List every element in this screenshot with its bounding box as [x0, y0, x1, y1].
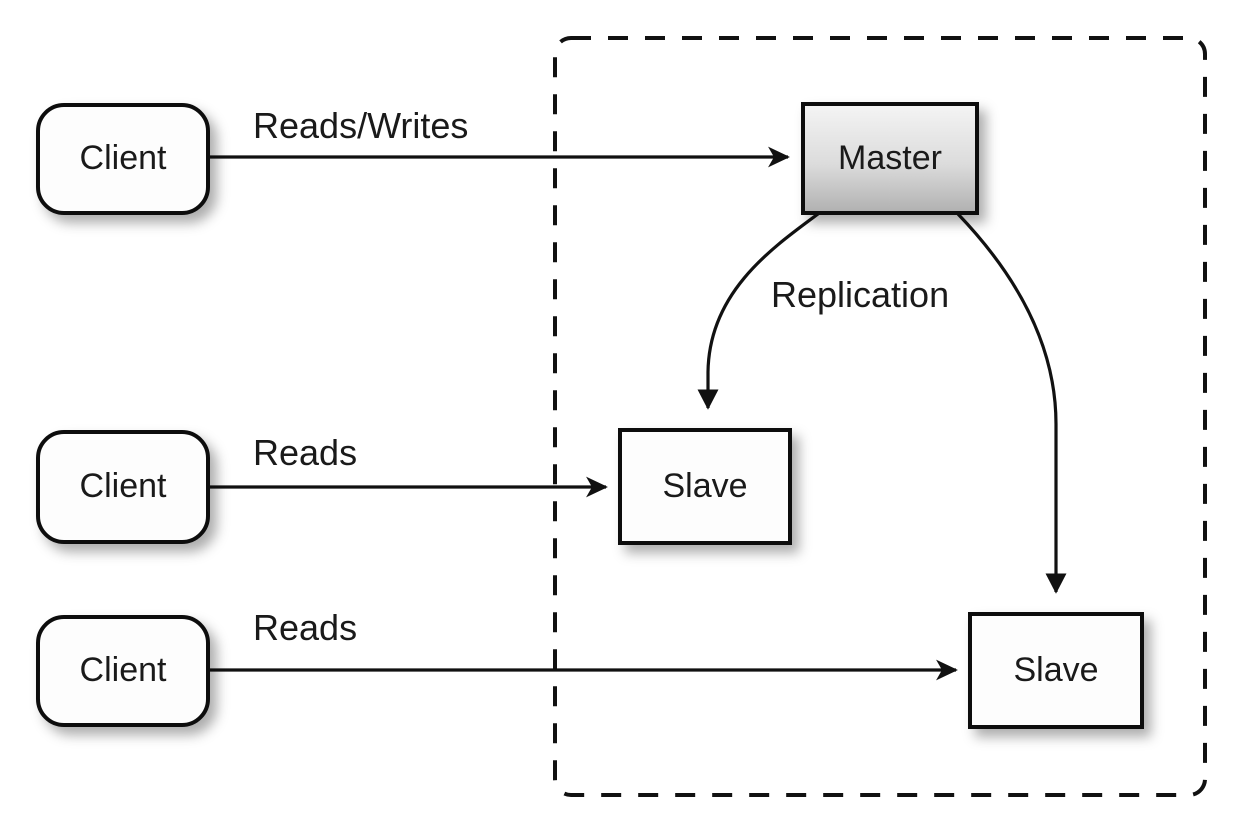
edge-client2-slave1: Reads: [209, 432, 608, 498]
database-cluster-boundary: [553, 36, 1207, 797]
edge-master-slave1: Replication: [697, 212, 949, 410]
node-slave-1[interactable]: Slave: [618, 428, 792, 545]
slave-2-shape[interactable]: [968, 612, 1144, 729]
slave-1-shape[interactable]: [618, 428, 792, 545]
slave-1-label: Slave: [662, 467, 747, 505]
client-3-shape[interactable]: [36, 615, 210, 727]
edge-master-slave2: [956, 212, 1067, 594]
node-client-1[interactable]: Client: [36, 103, 210, 215]
edge-line-replication-right: [956, 212, 1067, 594]
master-shape[interactable]: [801, 102, 979, 215]
edge-label-reads-writes: Reads/Writes: [253, 105, 468, 146]
edge-line-replication-left: [697, 212, 819, 410]
edge-label-reads-middle: Reads: [253, 432, 357, 473]
slave-2-label: Slave: [1013, 651, 1098, 689]
node-master[interactable]: Master: [801, 102, 979, 215]
client-3-label: Client: [80, 651, 167, 689]
client-1-label: Client: [80, 139, 167, 177]
client-2-shape[interactable]: [36, 430, 210, 544]
node-slave-2[interactable]: Slave: [968, 612, 1144, 729]
edge-label-reads-bottom: Reads: [253, 607, 357, 648]
master-label: Master: [838, 139, 942, 177]
edge-client1-master: Reads/Writes: [209, 105, 790, 168]
edge-label-replication: Replication: [771, 274, 949, 315]
node-client-2[interactable]: Client: [36, 430, 210, 544]
node-client-3[interactable]: Client: [36, 615, 210, 727]
client-1-shape[interactable]: [36, 103, 210, 215]
edge-client3-slave2: Reads: [209, 607, 958, 681]
client-2-label: Client: [80, 467, 167, 505]
